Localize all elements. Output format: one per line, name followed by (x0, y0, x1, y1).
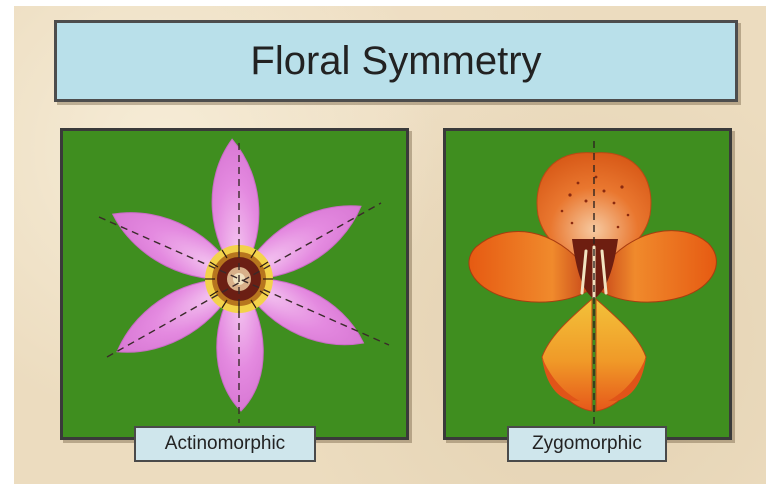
actinomorphic-panel (60, 128, 409, 440)
title-box: Floral Symmetry (54, 20, 738, 102)
zygomorphic-flower-illustration (446, 131, 729, 437)
zygomorphic-panel (443, 128, 732, 440)
actinomorphic-label: Actinomorphic (134, 426, 316, 462)
page-title: Floral Symmetry (250, 39, 541, 84)
slide-background: Floral Symmetry (14, 6, 766, 484)
actinomorphic-flower-illustration (63, 131, 406, 437)
zygomorphic-label: Zygomorphic (507, 426, 667, 462)
